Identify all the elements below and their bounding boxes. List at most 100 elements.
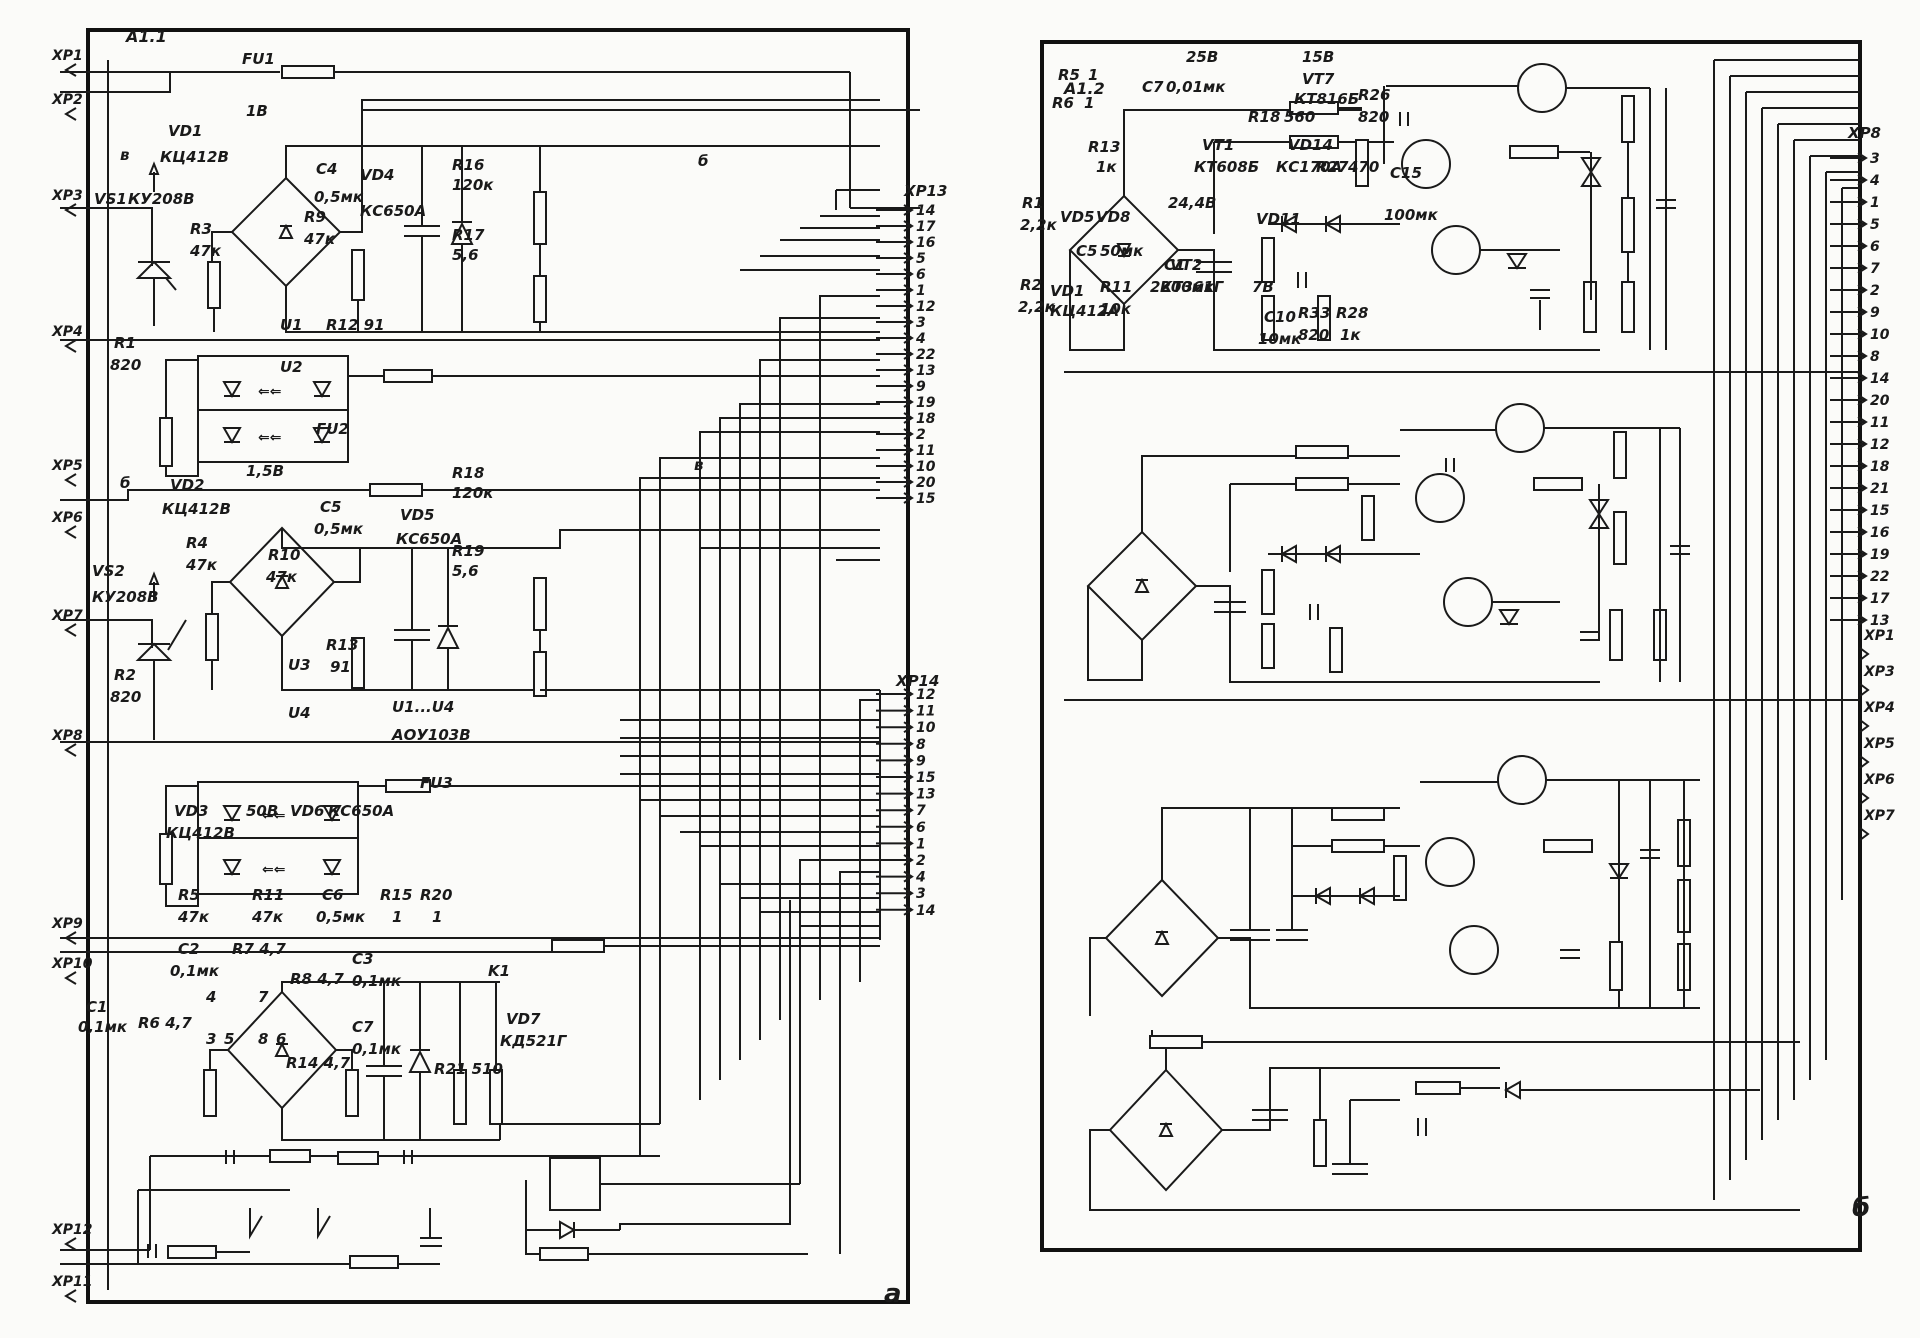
right-connector-label: XP1 bbox=[1863, 628, 1895, 644]
left-connector-label: XP4 bbox=[51, 324, 83, 340]
label-r11v: 10к bbox=[1100, 300, 1132, 318]
xp13-pin-arrow bbox=[903, 300, 914, 312]
xp14-pin-number: 11 bbox=[916, 704, 935, 720]
xp13-pin-number: 11 bbox=[916, 443, 935, 459]
vt7-transistor bbox=[1517, 63, 1567, 113]
r19-resistor bbox=[533, 651, 547, 697]
label-r26: R26 bbox=[1358, 86, 1390, 104]
right-connector-label: XP4 bbox=[1863, 700, 1895, 716]
r14-resistor-b bbox=[1361, 495, 1375, 541]
label-s4: 4 bbox=[205, 988, 216, 1006]
label-vd4: VD4 bbox=[360, 166, 395, 184]
label-s8: 8 bbox=[258, 1030, 268, 1048]
r22-resistor-b bbox=[1415, 1081, 1461, 1095]
r26-resistor-b bbox=[1621, 95, 1635, 143]
xp8-pin-number: 9 bbox=[1870, 305, 1880, 321]
r3-resistor bbox=[207, 261, 221, 309]
label-r11v: 47к bbox=[251, 908, 284, 926]
xp14-pin-arrow bbox=[903, 704, 914, 717]
label-r13v: 91 bbox=[330, 658, 351, 676]
left-connector-label: XP8 bbox=[51, 728, 83, 744]
xp8-pin-arrow bbox=[1857, 526, 1868, 538]
xp8-pin-number: 6 bbox=[1870, 239, 1880, 255]
vt5-transistor bbox=[1425, 837, 1475, 887]
vd12-diode-b bbox=[1498, 609, 1520, 626]
xp8-pin-arrow bbox=[1857, 174, 1868, 186]
label-s7: 7 bbox=[258, 988, 269, 1006]
xp8-pin-arrow bbox=[1857, 460, 1868, 472]
label-r4v: 47к bbox=[185, 556, 218, 574]
label-r3: R3 bbox=[190, 220, 212, 238]
label-r6: R6 4,7 bbox=[138, 1014, 192, 1032]
xp14-pin-number: 14 bbox=[916, 903, 935, 919]
r29-resistor-b bbox=[1613, 431, 1627, 479]
label-fu3: FU3 bbox=[420, 774, 453, 792]
label-r17: R17 bbox=[452, 226, 485, 244]
xp14-pin-arrow bbox=[903, 721, 914, 734]
label-c1v: 2200мк bbox=[1150, 278, 1215, 296]
right-connector-arrow bbox=[1859, 719, 1870, 733]
label-c10: C10 bbox=[1264, 308, 1296, 326]
label-c1v: 0,1мк bbox=[78, 1018, 128, 1036]
label-vs2: VS2 bbox=[92, 562, 125, 580]
vt1-transistor bbox=[1401, 139, 1451, 189]
left-connector-label: XP2 bbox=[51, 92, 83, 108]
label-r33v: 820 bbox=[1298, 326, 1329, 344]
label-c10v: 10мк bbox=[1258, 330, 1302, 348]
xp13-pin-arrow bbox=[903, 236, 914, 248]
r19-resistor-b bbox=[1533, 477, 1583, 491]
panel-a-frame bbox=[86, 28, 910, 1304]
vd7-diode bbox=[559, 1220, 577, 1240]
r24-resistor-b bbox=[1609, 609, 1623, 661]
label-v244: 24,4В bbox=[1168, 194, 1216, 212]
xp14-pin-number: 10 bbox=[916, 720, 936, 736]
label-r20v: 1 bbox=[432, 908, 442, 926]
label-c2: C2 bbox=[178, 940, 199, 958]
xp14-pin-arrow bbox=[903, 854, 914, 866]
label-c1: C1 bbox=[86, 998, 107, 1016]
xp8-pin-arrow bbox=[1857, 548, 1868, 560]
xp13-pin-arrow bbox=[903, 220, 914, 232]
xp13-pin-number: 10 bbox=[916, 459, 936, 475]
label-fu2: FU2 bbox=[316, 420, 349, 438]
right-connector-arrow bbox=[1859, 683, 1870, 697]
svg-text:⇐⇐: ⇐⇐ bbox=[258, 384, 281, 400]
label-c7v: 0,01мк bbox=[1166, 78, 1226, 96]
label-c6v: 0,5мк bbox=[316, 908, 366, 926]
label-s5: 5 bbox=[224, 1030, 234, 1048]
label-vd3t: КЦ412В bbox=[166, 824, 235, 842]
label-vs1: VS1 bbox=[94, 190, 127, 208]
xp8-pin-arrow bbox=[1857, 218, 1868, 230]
xp14-pin-arrow bbox=[903, 754, 914, 767]
label-r9v: 47к bbox=[303, 230, 336, 248]
left-connector-arrow bbox=[64, 473, 77, 487]
label-c3v: 0,1мк bbox=[352, 972, 402, 990]
label-b3: б bbox=[698, 152, 708, 170]
xp8-pin-arrow bbox=[1857, 592, 1868, 604]
label-c5: C5 bbox=[1076, 242, 1097, 260]
xp8-pin-number: 14 bbox=[1870, 371, 1889, 387]
r3-resistor-b bbox=[1261, 569, 1275, 615]
xp8-pin-number: 1 bbox=[1870, 195, 1880, 211]
label-r15: R15 bbox=[380, 886, 412, 904]
label-c7: C7 bbox=[352, 1018, 374, 1036]
xp14-pin-number: 4 bbox=[915, 870, 926, 886]
r6-resistor bbox=[167, 1245, 217, 1259]
xp13-header: XP13 bbox=[903, 182, 947, 200]
r13-resistor-b bbox=[1355, 139, 1369, 187]
r15-resistor bbox=[453, 1069, 467, 1125]
xp13-pin-arrow bbox=[903, 476, 914, 488]
label-r28v: 1к bbox=[1340, 326, 1361, 344]
label-r8: R8 4,7 bbox=[290, 970, 344, 988]
label-u3: U3 bbox=[288, 656, 311, 674]
label-r3v: 47к bbox=[189, 242, 222, 260]
label-v15: 1,5В bbox=[246, 462, 284, 480]
xp13-pin-arrow bbox=[903, 412, 914, 424]
xp13-pin-number: 13 bbox=[916, 363, 935, 379]
label-r2: R2 bbox=[1020, 276, 1042, 294]
xp8-pin-number: 20 bbox=[1870, 393, 1890, 409]
panel-b-title: A1.2 bbox=[1062, 79, 1105, 98]
